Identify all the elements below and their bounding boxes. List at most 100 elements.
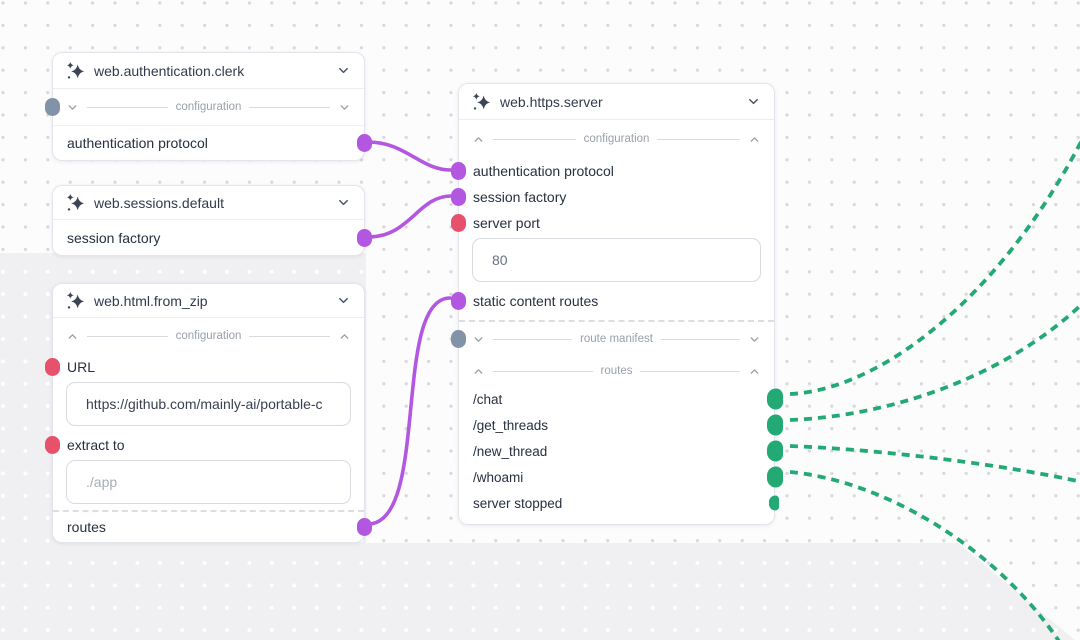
- port-label: /chat: [473, 391, 503, 407]
- port-row-url: URL: [45, 354, 364, 380]
- port-label: server port: [473, 215, 540, 231]
- edge-auth-protocol[interactable]: [366, 140, 453, 172]
- port-label: static content routes: [473, 293, 599, 309]
- edge-get-threads[interactable]: [789, 303, 1080, 422]
- input-connector-url[interactable]: [45, 358, 60, 376]
- port-label: /new_thread: [473, 443, 548, 459]
- port-label: extract to: [67, 437, 125, 453]
- port-row-extract-to: extract to: [45, 432, 364, 458]
- section-configuration[interactable]: configuration: [45, 89, 364, 126]
- port-label: session factory: [67, 229, 161, 246]
- node-title: web.sessions.default: [94, 194, 224, 211]
- chevron-down-icon[interactable]: [336, 195, 351, 210]
- input-connector-authentication-protocol[interactable]: [451, 162, 466, 180]
- chevron-down-icon[interactable]: [336, 293, 351, 308]
- section-handle[interactable]: [451, 330, 466, 348]
- output-connector-server-stopped[interactable]: [769, 495, 779, 511]
- output-connector-chat[interactable]: [767, 388, 783, 410]
- node-web-sessions-default[interactable]: web.sessions.default session factory: [52, 185, 372, 256]
- port-label: authentication protocol: [67, 135, 208, 151]
- port-row-server-port: server port: [451, 210, 774, 236]
- port-row-authentication-protocol: authentication protocol: [53, 126, 372, 160]
- output-connector-authentication-protocol[interactable]: [357, 134, 372, 152]
- edge-whoami[interactable]: [789, 470, 1066, 640]
- extract-to-input-box: [66, 460, 351, 504]
- server-port-input[interactable]: [490, 251, 743, 269]
- port-row-session-factory: session factory: [53, 220, 372, 255]
- node-header[interactable]: web.authentication.clerk: [53, 53, 364, 89]
- section-routes[interactable]: routes: [459, 356, 774, 386]
- node-header[interactable]: web.sessions.default: [53, 186, 364, 220]
- node-title: web.html.from_zip: [94, 292, 208, 309]
- section-divider: [493, 138, 576, 140]
- section-label: configuration: [175, 101, 242, 113]
- output-connector-whoami[interactable]: [767, 466, 783, 488]
- section-divider: [640, 370, 740, 372]
- output-connector-routes[interactable]: [357, 518, 372, 536]
- port-row-authentication-protocol: authentication protocol: [451, 158, 774, 184]
- section-divider: [660, 338, 740, 340]
- node-web-https-server[interactable]: web.https.server configuration authentic…: [451, 83, 783, 525]
- port-row-static-content-routes: static content routes: [451, 288, 774, 314]
- section-divider: [87, 335, 168, 337]
- chevron-down-icon[interactable]: [336, 63, 351, 78]
- port-row-chat: /chat: [459, 386, 783, 412]
- section-handle[interactable]: [45, 98, 60, 116]
- chevron-up-icon[interactable]: [472, 365, 485, 378]
- section-divider: [657, 138, 741, 140]
- chevron-up-icon[interactable]: [748, 365, 761, 378]
- section-configuration[interactable]: configuration: [53, 318, 364, 354]
- url-input-box: [66, 382, 351, 426]
- input-connector-server-port[interactable]: [451, 214, 466, 232]
- chevron-up-icon[interactable]: [338, 330, 351, 343]
- edge-session-factory[interactable]: [366, 194, 453, 239]
- output-connector-session-factory[interactable]: [357, 228, 372, 247]
- chevron-down-icon[interactable]: [472, 333, 485, 346]
- edge-new-thread[interactable]: [789, 444, 1080, 484]
- section-divider: [249, 335, 331, 337]
- chevron-down-icon[interactable]: [66, 101, 79, 114]
- dashed-divider: [53, 510, 364, 512]
- port-row-server-stopped: server stopped: [459, 490, 779, 516]
- section-label: routes: [600, 365, 633, 377]
- chevron-down-icon[interactable]: [338, 101, 351, 114]
- input-connector-static-content-routes[interactable]: [451, 292, 466, 310]
- output-connector-new-thread[interactable]: [767, 440, 783, 462]
- port-row-whoami: /whoami: [459, 464, 783, 490]
- sparkles-icon: [66, 193, 85, 212]
- port-label: /get_threads: [473, 417, 549, 433]
- chevron-down-icon[interactable]: [748, 333, 761, 346]
- url-input[interactable]: [84, 395, 333, 413]
- section-configuration[interactable]: configuration: [459, 120, 774, 158]
- node-web-html-from-zip[interactable]: web.html.from_zip configuration URL ex: [45, 283, 372, 543]
- section-divider: [87, 106, 168, 108]
- section-route-manifest[interactable]: route manifest: [451, 322, 774, 356]
- output-connector-get-threads[interactable]: [767, 414, 783, 436]
- node-header[interactable]: web.html.from_zip: [53, 284, 364, 318]
- dashed-divider: [459, 320, 774, 322]
- sparkles-icon: [472, 92, 491, 111]
- sparkles-icon: [66, 291, 85, 310]
- chevron-up-icon[interactable]: [748, 133, 761, 146]
- port-label: session factory: [473, 189, 567, 205]
- node-header[interactable]: web.https.server: [459, 84, 774, 120]
- edge-routes-static[interactable]: [366, 296, 452, 526]
- chevron-down-icon[interactable]: [746, 94, 761, 109]
- port-label: URL: [67, 359, 96, 375]
- edge-chat[interactable]: [789, 139, 1080, 396]
- section-divider: [249, 106, 331, 108]
- sparkles-icon: [66, 61, 85, 80]
- input-connector-extract-to[interactable]: [45, 436, 60, 454]
- chevron-up-icon[interactable]: [66, 330, 79, 343]
- node-web-authentication-clerk[interactable]: web.authentication.clerk configuration a…: [45, 52, 372, 161]
- chevron-up-icon[interactable]: [472, 133, 485, 146]
- node-title: web.authentication.clerk: [94, 62, 245, 79]
- input-connector-session-factory[interactable]: [451, 188, 466, 206]
- port-row-new-thread: /new_thread: [459, 438, 783, 464]
- extract-to-input[interactable]: [84, 473, 333, 491]
- section-label: route manifest: [580, 333, 653, 345]
- server-port-input-box: [472, 238, 761, 282]
- port-row-session-factory: session factory: [451, 184, 774, 210]
